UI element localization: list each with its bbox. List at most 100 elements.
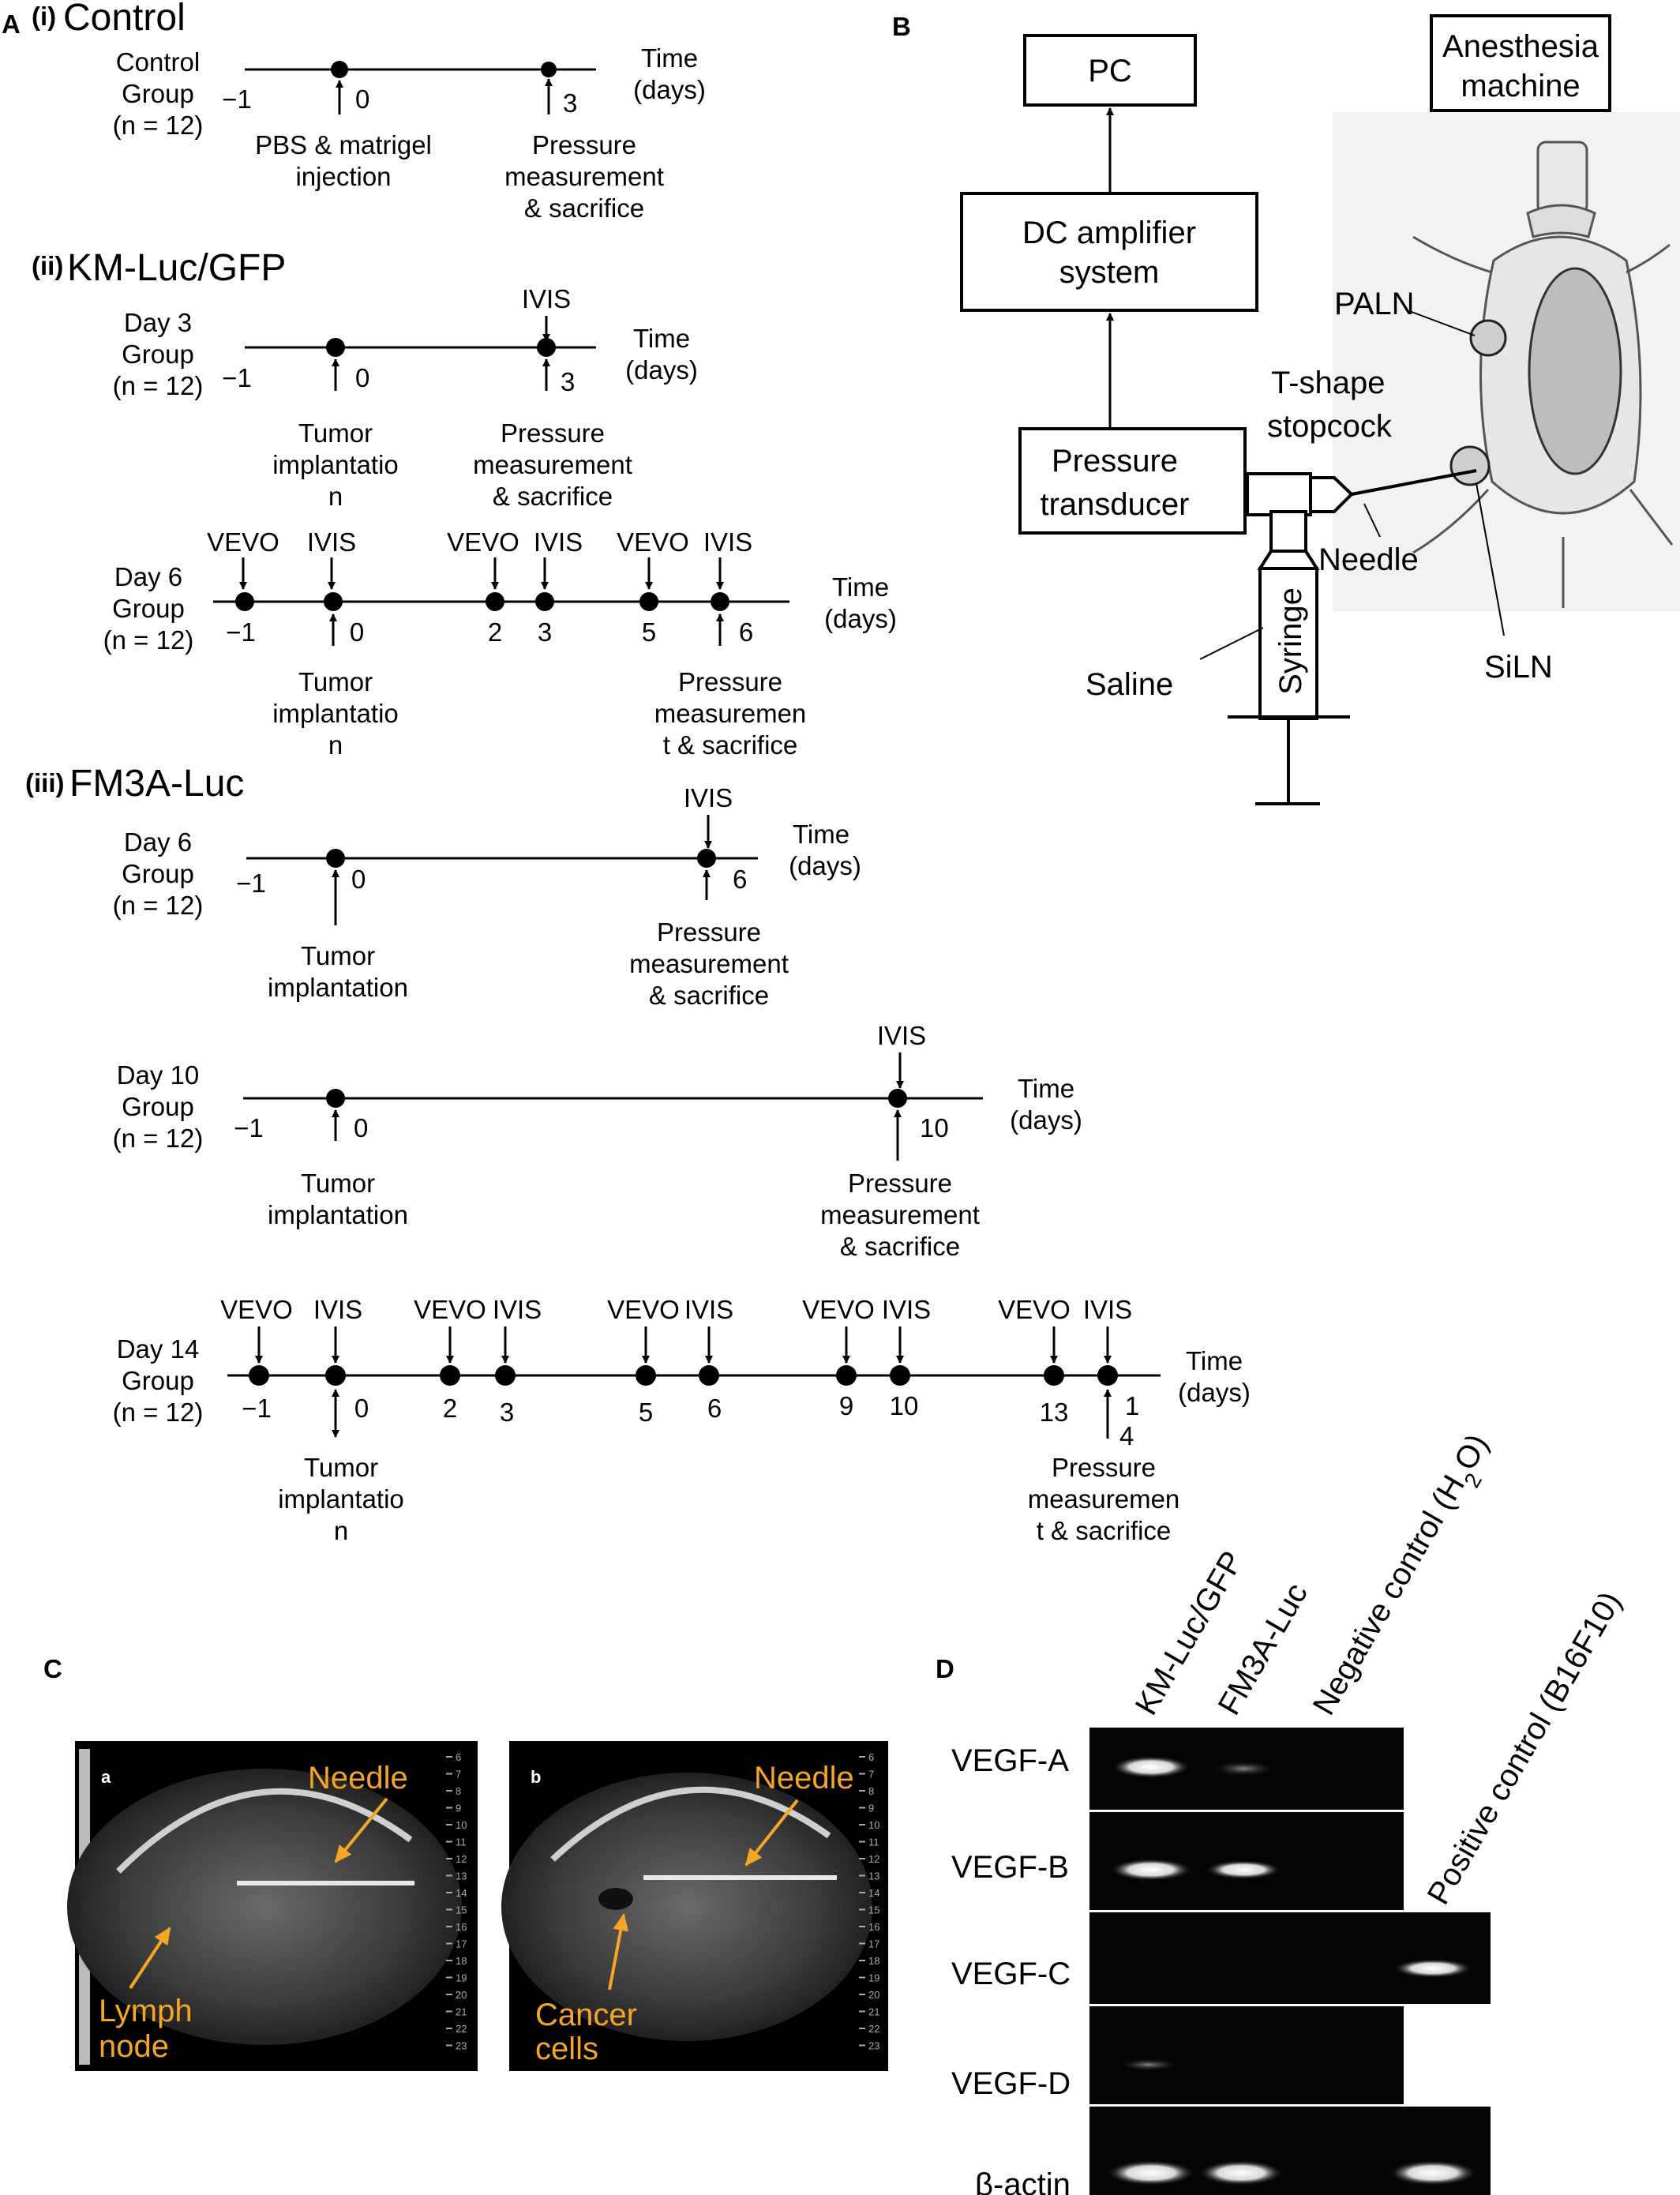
paln-label: PALN [1334,287,1415,321]
scale-tick-label: 14 [868,1887,879,1899]
timepoint-dot [326,1089,345,1108]
group-line: Day 6 [124,827,192,857]
timepoint-dot [325,1365,346,1386]
scale-tick-label: 13 [456,1870,467,1882]
panel-c-label: C [43,1654,62,1683]
timepoint-dot [890,1365,910,1386]
scale-tick-label: 7 [456,1769,461,1780]
scale-tick-label: 12 [868,1853,879,1865]
fm3a-title: FM3A-Luc [69,763,244,805]
cancer-annotation: cells [535,2032,598,2066]
panel-d-label: D [936,1654,954,1683]
km-day6-group-label: Day 6 Group (n = 12) [103,562,194,655]
annotation-arrow [334,1797,388,1863]
transducer-label: Pressure [1052,444,1178,478]
km-day6-top-arrows [239,557,724,590]
tick-label: 0 [355,363,369,392]
scale-tick-label: 10 [868,1819,879,1831]
scale-tick-label: 16 [456,1921,467,1933]
tick-label: −1 [222,363,252,392]
timepoint-dot [699,1365,719,1386]
panel-b: B PC DC amplifier system Pressure transd… [892,12,1680,805]
event-label: Pressure [532,130,636,159]
needle-annotation: Needle [754,1761,854,1795]
ivis-label: IVIS [684,1295,733,1324]
fm-day14-top-arrows [255,1326,1112,1364]
needle [1351,469,1477,496]
tick-label: 0 [350,617,364,647]
stopcock-assembly [1228,469,1477,805]
time-axis-label: (days) [1178,1378,1251,1407]
gel-row-label: VEGF-C [951,1957,1071,1991]
event-label: PBS & matrigel [255,130,432,159]
timepoint-dot [537,338,556,357]
nose-cone-icon [1536,141,1588,215]
scale-tick-label: 15 [456,1904,467,1916]
event-label: implantatio [278,1484,404,1514]
scale-tick-label: 20 [456,1989,467,2001]
scale-tick-label: 12 [456,1853,467,1865]
stopcock-label: T-shape [1271,366,1386,400]
needle-annotation: Needle [308,1761,408,1795]
tick-label: 10 [920,1113,949,1143]
timepoint-dot [486,592,504,611]
tumor-mass [1528,267,1622,475]
scale-tick-label: 18 [456,1955,467,1967]
group-line: Group [122,1366,194,1395]
timepoint-dot [331,61,348,78]
event-label: Pressure [848,1169,952,1198]
group-line: (n = 12) [113,1398,204,1427]
group-line: Group [112,594,185,623]
timepoint-dot [636,1365,656,1386]
panel-a-label: A [2,9,21,39]
timepoint-dot [495,1365,516,1386]
tick-label: 4 [1119,1421,1134,1450]
tick-label: 5 [642,617,656,647]
km-title: KM-Luc/GFP [67,247,286,289]
stopcock-body [1246,472,1312,516]
tick-label: −1 [222,84,252,114]
event-label: n [334,1516,348,1545]
image-tag: b [531,1767,541,1787]
group-line: Group [122,79,194,108]
leader-line [1199,627,1264,660]
time-axis-label: Time [1186,1346,1243,1375]
tick-label: 5 [639,1398,653,1427]
scale-tick-label: 13 [868,1870,879,1882]
vevo-label: VEVO [447,527,519,557]
event-label: Pressure [657,917,761,947]
group-line: Day 3 [124,308,192,337]
lane-label-part: Negative control (H [1307,1469,1472,1721]
syringe-label: Syringe [1273,587,1308,695]
mouse-limb [1412,235,1493,274]
gel-row-label: VEGF-A [951,1743,1069,1778]
vevo-label: VEVO [414,1295,486,1324]
mouse-limb [1629,489,1674,546]
event-label: Pressure [1052,1453,1156,1482]
tick-label: 6 [739,617,753,647]
tick-label: 3 [561,367,575,396]
event-label: implantatio [272,450,399,479]
ivis-label: IVIS [1083,1295,1132,1324]
scale-tick-label: 18 [868,1955,879,1967]
time-axis-label: (days) [824,604,897,633]
transducer-label: transducer [1041,487,1190,522]
scale-tick-label: 22 [868,2023,879,2035]
event-label: implantation [268,973,408,1002]
event-label: Tumor [304,1453,378,1482]
gel-band [1107,2160,1195,2186]
group-line: (n = 12) [103,625,194,655]
gel-row-label: VEGF-D [951,2066,1071,2101]
vevo-label: VEVO [220,1295,293,1324]
timepoint-dot [324,592,343,611]
needle-hub [1309,476,1354,513]
scale-tick-label: 21 [456,2006,467,2018]
scale-tick-label: 9 [456,1803,461,1814]
km-tag: (ii) [32,251,63,280]
scale-tick-label: 17 [456,1938,467,1950]
gel-row-label: β-actin [975,2167,1071,2195]
event-label: & sacrifice [524,193,644,223]
fm-day10-group-label: Day 10 Group (n = 12) [113,1060,204,1153]
